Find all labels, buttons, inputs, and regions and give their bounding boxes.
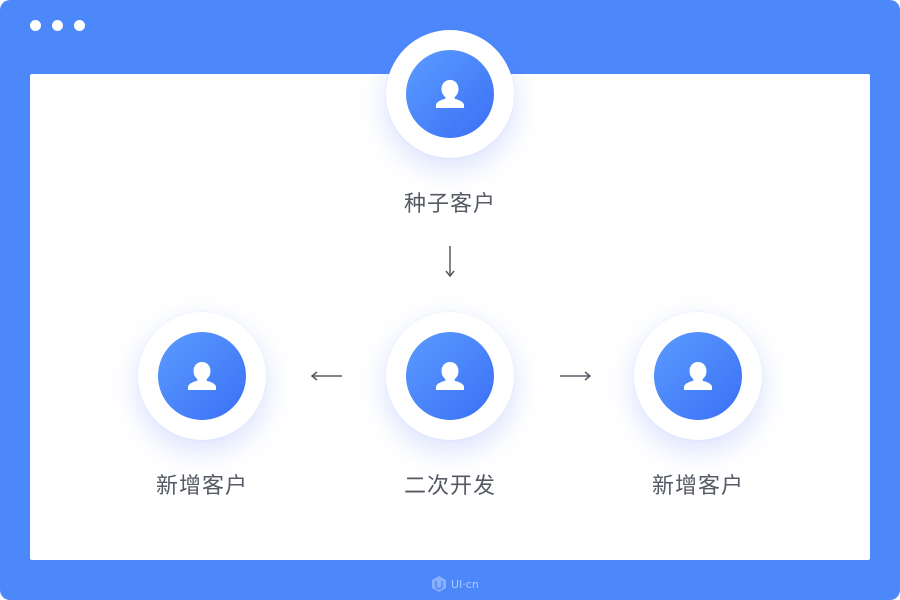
node-core: [654, 332, 742, 420]
window-dot-3: [74, 20, 85, 31]
node-seed-customer: [386, 30, 514, 158]
node-core: [406, 50, 494, 138]
label-new-customer-left: 新增客户: [155, 474, 248, 499]
node-new-customer-right: [634, 312, 762, 440]
user-icon: [436, 80, 464, 108]
window-dot-1: [30, 20, 41, 31]
arrow-down-icon: [445, 246, 455, 278]
user-icon: [684, 362, 712, 390]
user-icon: [188, 362, 216, 390]
label-new-customer-right: 新增客户: [651, 474, 744, 499]
node-new-customer-left: [138, 312, 266, 440]
node-core: [158, 332, 246, 420]
arrow-right-icon: [560, 371, 592, 381]
node-core: [406, 332, 494, 420]
node-secondary-development: [386, 312, 514, 440]
ui-cn-logo-icon: [432, 576, 446, 592]
watermark: UI·cn: [430, 574, 479, 594]
label-secondary-development: 二次开发: [403, 474, 496, 499]
window-dot-2: [52, 20, 63, 31]
label-seed-customer: 种子客户: [403, 192, 496, 217]
user-icon: [436, 362, 464, 390]
arrow-left-icon: [310, 371, 342, 381]
watermark-text: UI·cn: [451, 577, 479, 591]
